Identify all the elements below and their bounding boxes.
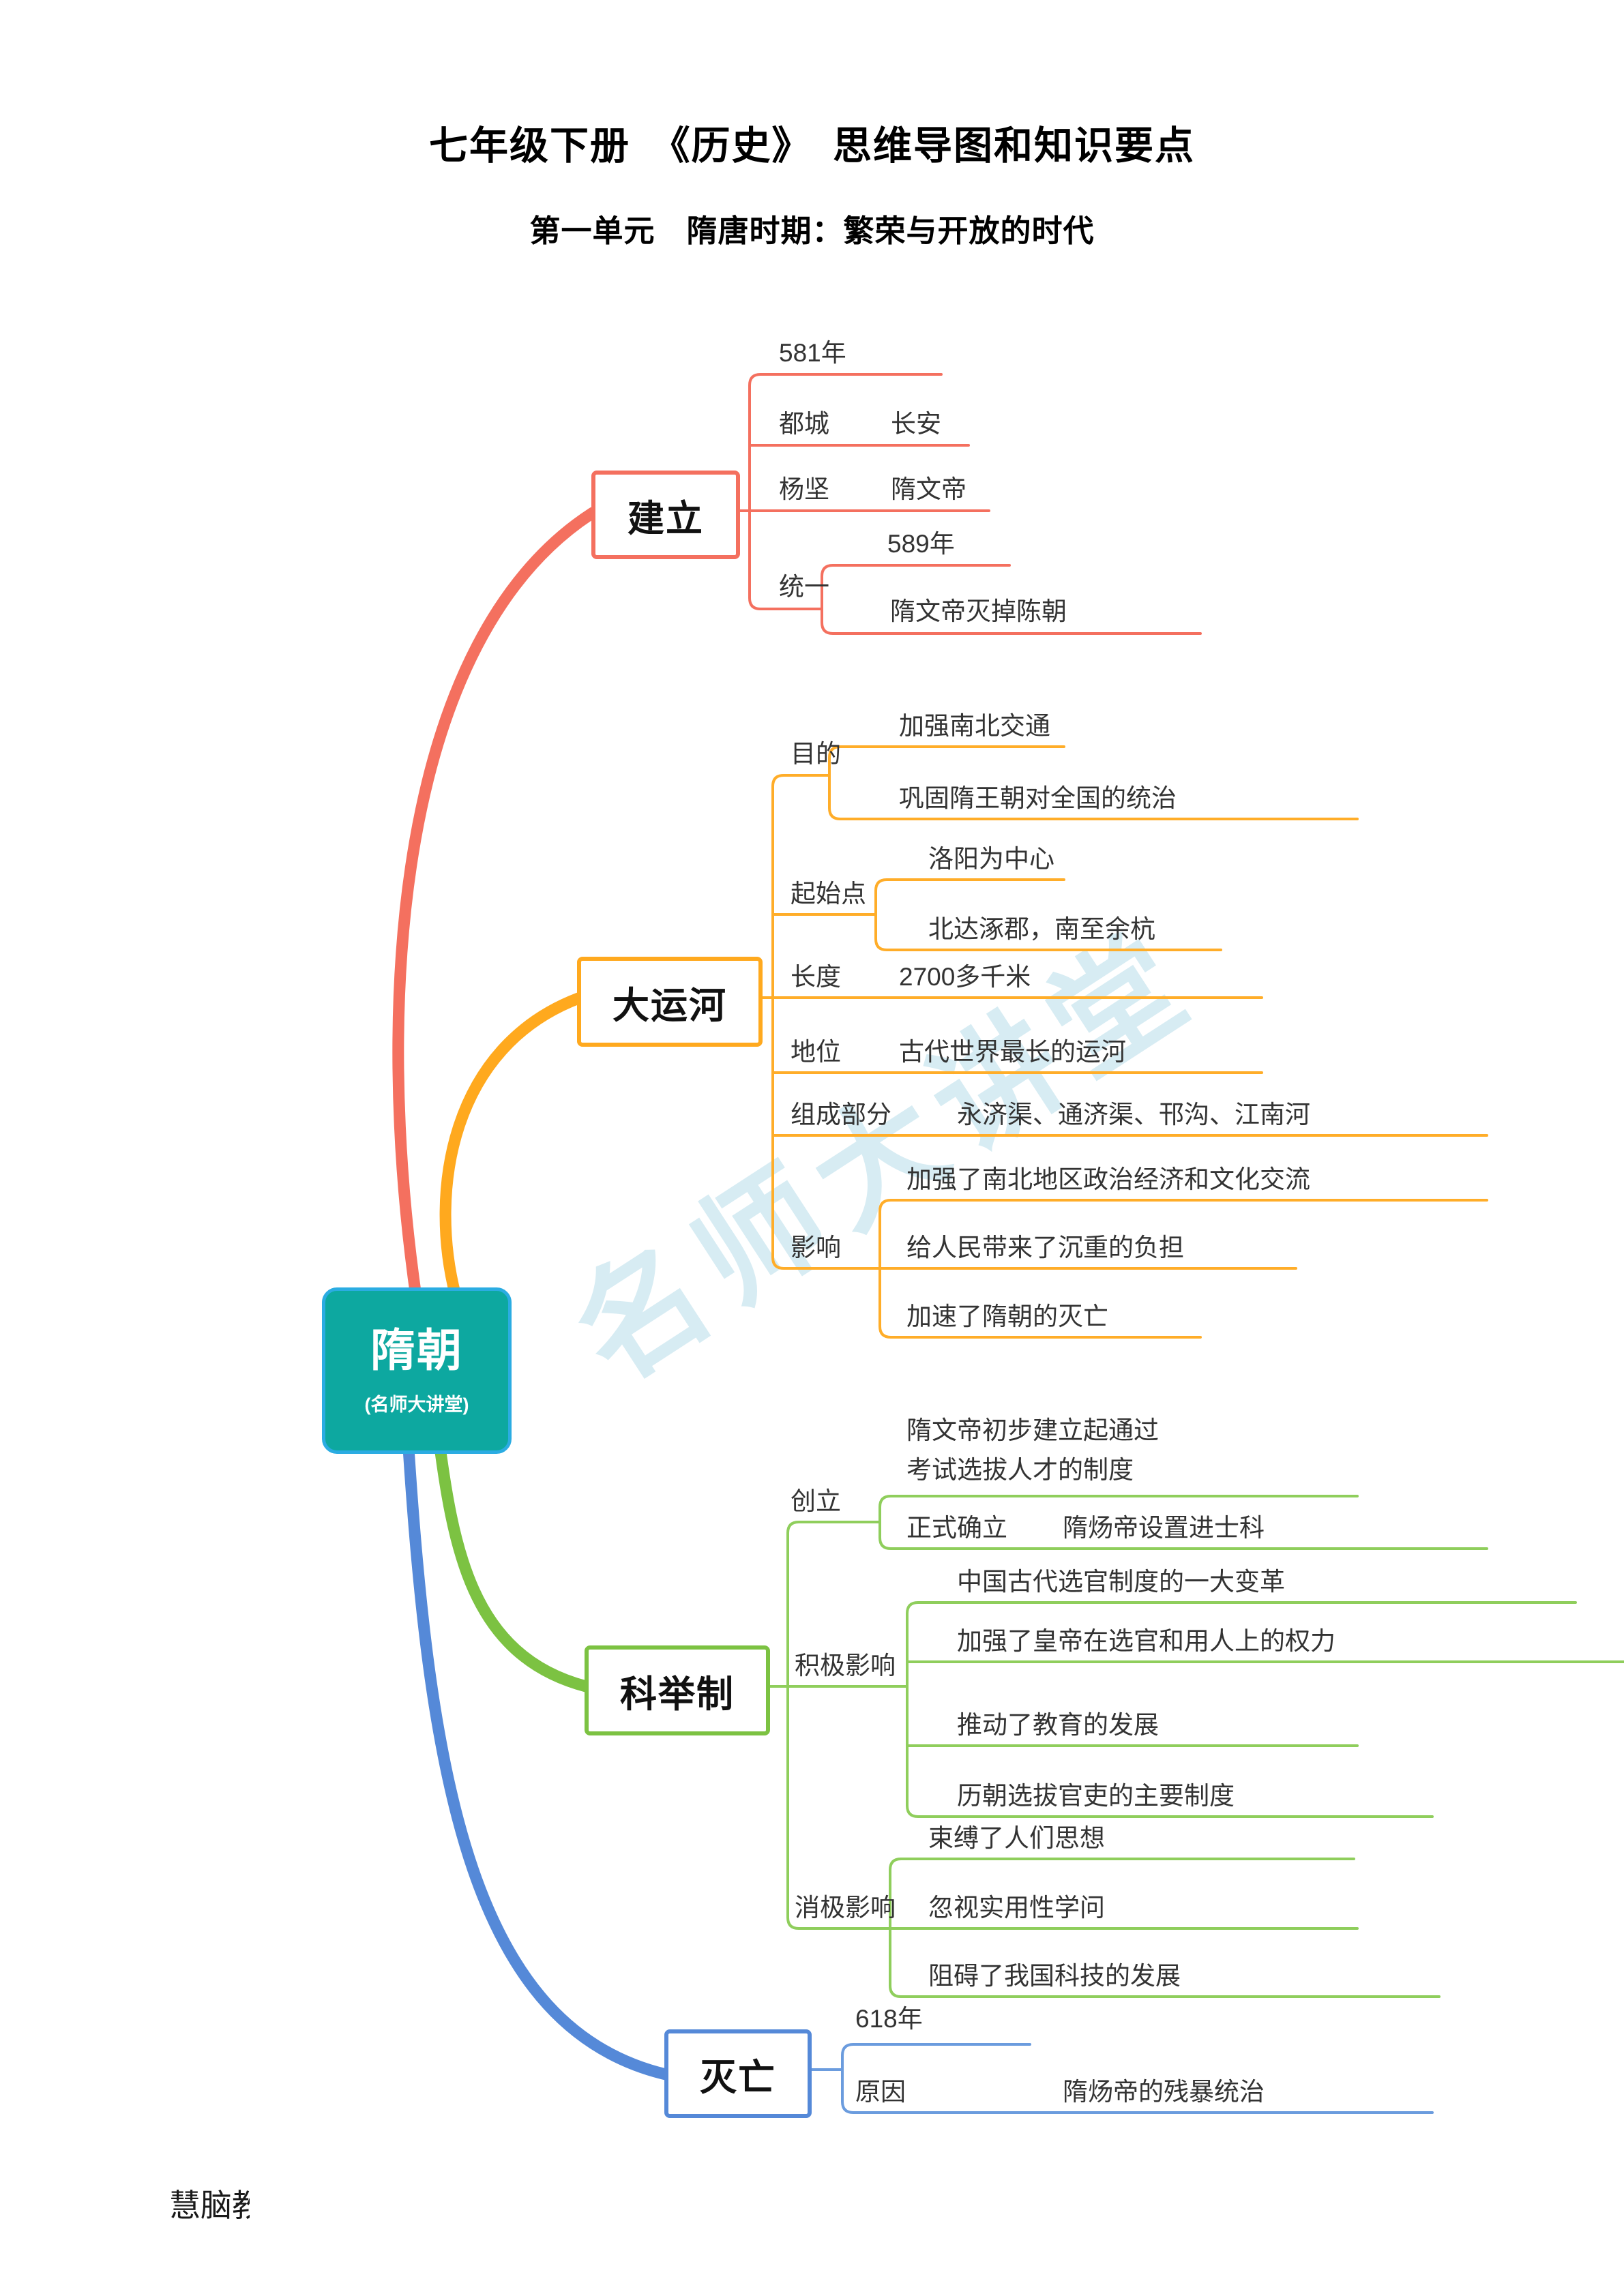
connector-exam-negative xyxy=(889,1858,1441,1998)
leaf-label: 组成部分 xyxy=(791,1101,891,1129)
leaf-value: 隋炀帝的残暴统治 xyxy=(1063,2078,1265,2106)
leaf-label: 起始点 xyxy=(791,880,866,908)
leaf-label: 长度 xyxy=(791,963,841,991)
connector-establish-unify xyxy=(821,564,1202,635)
root-label: 隋朝 xyxy=(370,1325,463,1375)
leaf-label: 都城 xyxy=(779,410,829,438)
leaf-label: 目的 xyxy=(791,740,841,768)
leaf-label: 581年 xyxy=(779,339,846,367)
leaf-label: 杨坚 xyxy=(779,475,829,503)
page-subtitle: 第一单元 隋唐时期：繁荣与开放的时代 xyxy=(529,214,1095,248)
leaf-label: 北达涿郡，南至余杭 xyxy=(928,915,1155,943)
leaf-value: 隋炀帝设置进士科 xyxy=(1063,1514,1265,1542)
leaf-label: 加强南北交通 xyxy=(899,712,1050,740)
leaf-label: 巩固隋王朝对全国的统治 xyxy=(899,784,1177,812)
connector-canal-impact xyxy=(879,1199,1488,1339)
leaf-label: 历朝选拔官吏的主要制度 xyxy=(957,1782,1235,1810)
leaf-label: 考试选拔人才的制度 xyxy=(906,1456,1134,1484)
leaf-label: 加强了南北地区政治经济和文化交流 xyxy=(906,1165,1310,1193)
branch-curve-canal xyxy=(439,992,585,1302)
leaf-label: 地位 xyxy=(791,1038,841,1066)
leaf-label: 创立 xyxy=(791,1487,841,1515)
leaf-label: 618年 xyxy=(855,2005,923,2033)
branch-curve-establish xyxy=(392,507,599,1312)
leaf-label: 阻碍了我国科技的发展 xyxy=(928,1962,1181,1990)
branch-curve-exam xyxy=(432,1426,592,1693)
leaf-label: 正式确立 xyxy=(906,1514,1007,1542)
leaf-value: 隋文帝 xyxy=(891,475,966,503)
connector-establish-main xyxy=(748,373,943,610)
root-node: 隋朝 (名师大讲堂) xyxy=(322,1287,512,1454)
branch-curve-demise xyxy=(402,1431,672,2081)
topic-label: 科举制 xyxy=(620,1673,735,1715)
topic-label: 大运河 xyxy=(612,985,727,1026)
leaf-value: 长安 xyxy=(891,410,941,438)
leaf-label: 束缚了人们思想 xyxy=(928,1824,1105,1852)
connector-canal-purpose xyxy=(828,745,1359,820)
leaf-label: 积极影响 xyxy=(795,1652,896,1680)
connector-exam-positive xyxy=(906,1601,1577,1818)
connector-canal-endpoints xyxy=(874,878,1222,951)
leaf-value: 2700多千米 xyxy=(899,963,1031,991)
leaf-value: 永济渠、通济渠、邗沟、江南河 xyxy=(957,1101,1310,1129)
topic-box-establish: 建立 xyxy=(591,471,740,559)
leaf-label: 忽视实用性学问 xyxy=(928,1894,1105,1922)
leaf-label: 589年 xyxy=(887,530,955,558)
leaf-label: 洛阳为中心 xyxy=(928,845,1054,873)
leaf-label: 影响 xyxy=(791,1234,841,1262)
watermark-footer: 慧脑教 xyxy=(169,2188,250,2220)
leaf-label: 消极影响 xyxy=(795,1894,896,1922)
topic-label: 灭亡 xyxy=(700,2057,776,2098)
root-sublabel: (名师大讲堂) xyxy=(364,1395,469,1415)
leaf-label: 推动了教育的发展 xyxy=(957,1711,1159,1739)
page-title: 七年级下册 《历史》 思维导图和知识要点 xyxy=(429,125,1195,168)
connector-exam-founding xyxy=(879,1495,1488,1550)
connector-exam-main xyxy=(786,1521,1359,1930)
leaf-label: 加强了皇帝在选官和用人上的权力 xyxy=(957,1627,1335,1655)
leaf-label: 给人民带来了沉重的负担 xyxy=(906,1234,1184,1262)
topic-box-demise: 灭亡 xyxy=(664,2029,812,2118)
topic-box-canal: 大运河 xyxy=(577,957,763,1047)
connector-canal-main xyxy=(771,774,1297,1270)
leaf-value: 古代世界最长的运河 xyxy=(899,1038,1126,1066)
leaf-label: 统一 xyxy=(779,573,829,601)
topic-label: 建立 xyxy=(628,498,704,539)
leaf-label: 隋文帝初步建立起通过 xyxy=(906,1416,1159,1444)
topic-box-exam: 科举制 xyxy=(585,1645,770,1735)
connector-demise-bracket xyxy=(841,2043,1434,2114)
leaf-label: 隋文帝灭掉陈朝 xyxy=(890,597,1067,625)
leaf-label: 加速了隋朝的灭亡 xyxy=(906,1302,1108,1330)
leaf-label: 原因 xyxy=(855,2078,906,2106)
leaf-label: 中国古代选官制度的一大变革 xyxy=(957,1568,1285,1596)
